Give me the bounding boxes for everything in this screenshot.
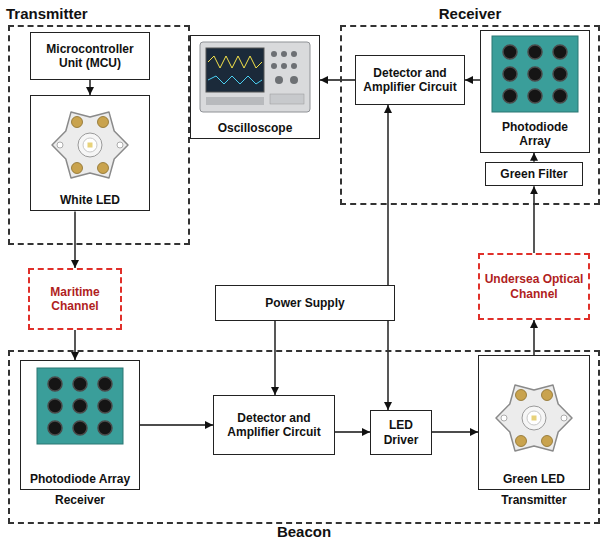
node-label: Detector and Amplifier Circuit — [360, 66, 460, 95]
process-box: Detector and Amplifier Circuit — [213, 395, 335, 455]
node-label: Detector and Amplifier Circuit — [218, 411, 330, 440]
node-label: Green Filter — [500, 167, 567, 181]
channel-box: Undersea Optical Channel — [478, 253, 590, 320]
group-title: Transmitter — [6, 5, 88, 23]
node-label: Maritime Channel — [34, 285, 116, 314]
arrow-connector — [320, 79, 355, 80]
group-frame: ReceiverDetector and Amplifier CircuitPh… — [340, 25, 600, 205]
node-label: Green LED — [503, 472, 565, 486]
process-box: White LED — [30, 95, 150, 211]
arrow-connector — [465, 79, 480, 80]
group-frame: TransmitterMicrocontroller Unit (MCU)Whi… — [8, 25, 190, 245]
node-label: Oscilloscope — [218, 121, 293, 135]
arrow-connector — [432, 431, 478, 432]
process-box: Oscilloscope — [190, 35, 320, 139]
arrow-connector — [89, 80, 90, 95]
node-label: LED Driver — [375, 418, 427, 447]
photodiode-image — [492, 36, 578, 112]
node-label: Power Supply — [265, 296, 344, 310]
channel-box: Maritime Channel — [28, 268, 122, 330]
node-label: Photodiode Array — [485, 120, 585, 149]
role-label: Receiver — [21, 493, 139, 507]
node-label: White LED — [60, 193, 120, 207]
group-frame: BeaconPhotodiode ArrayReceiverDetector a… — [8, 350, 600, 524]
group-title: Beacon — [10, 523, 598, 541]
node-label: Undersea Optical Channel — [484, 272, 584, 301]
arrow-connector — [387, 105, 388, 285]
process-box: Power Supply — [215, 285, 395, 321]
process-box: Photodiode ArrayReceiver — [20, 360, 140, 490]
photodiode-image — [37, 368, 123, 444]
arrow-connector — [533, 153, 534, 162]
arrow-connector — [274, 321, 275, 395]
process-box: Detector and Amplifier Circuit — [355, 55, 465, 105]
oscilloscope-image — [200, 42, 310, 112]
white-led-image — [52, 112, 128, 178]
arrow-connector — [335, 431, 370, 432]
role-label: Transmitter — [479, 493, 589, 507]
arrow-connector — [74, 211, 75, 268]
arrow-connector — [387, 321, 388, 410]
arrow-connector — [74, 330, 75, 360]
arrow-connector — [140, 424, 213, 425]
process-box: Green Filter — [485, 162, 583, 186]
green-led-image — [496, 385, 572, 451]
process-box: Microcontroller Unit (MCU) — [30, 32, 150, 80]
process-box: Green LEDTransmitter — [478, 355, 590, 490]
group-title: Receiver — [342, 5, 598, 23]
arrow-connector — [533, 186, 534, 253]
process-box: Photodiode Array — [480, 30, 590, 153]
node-label: Microcontroller Unit (MCU) — [35, 42, 145, 71]
node-label: Photodiode Array — [30, 472, 130, 486]
process-box: LED Driver — [370, 410, 432, 455]
